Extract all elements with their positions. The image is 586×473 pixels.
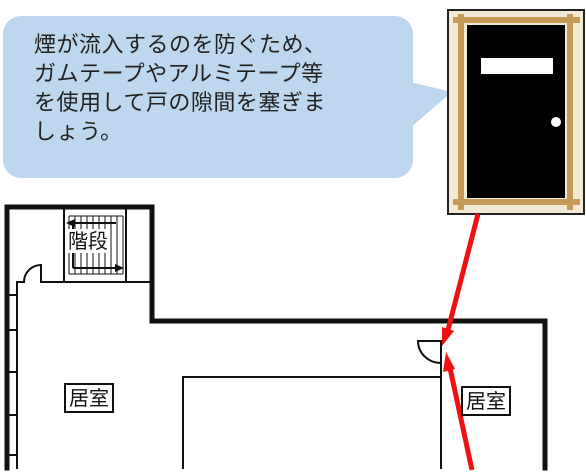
arrowhead-bottom [443, 352, 455, 372]
arrowhead-top [442, 327, 454, 346]
room-label-left: 居室 [64, 383, 114, 413]
callout-text: 煙が流入するのを防ぐため、 ガムテープやアルミテープ等 を使用して戸の隙間を塞ぎ… [34, 31, 404, 147]
callout-line-4: しょう。 [34, 120, 123, 145]
room-label-right: 居室 [461, 386, 511, 416]
door-illustration [447, 9, 585, 215]
callout-line-2: ガムテープやアルミテープ等 [34, 62, 324, 87]
callout-line-1: 煙が流入するのを防ぐため、 [34, 33, 327, 58]
callout-line-3: を使用して戸の隙間を塞ぎま [34, 91, 326, 116]
floor-plan [4, 204, 548, 471]
stairs-label: 階段 [67, 229, 109, 253]
indicator-lines [442, 213, 481, 471]
callout-bubble [3, 16, 413, 178]
callout-pointer [410, 82, 452, 128]
